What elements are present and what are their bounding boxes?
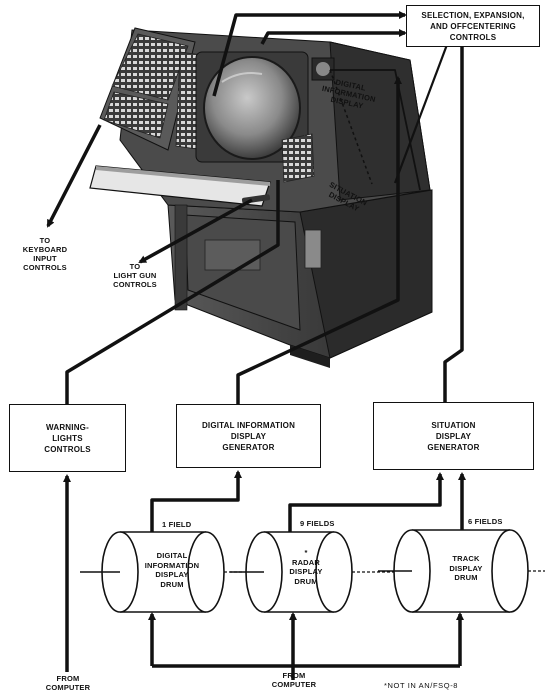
flow-lines (46, 11, 466, 680)
line-situation-gen-to-selection (443, 40, 464, 402)
console-leg (174, 204, 188, 311)
keyboard-panel-lower (103, 91, 169, 139)
selection-expansion-offcentering-box: SELECTION, EXPANSION, AND OFFCENTERING C… (406, 5, 540, 47)
digital-information-display-generator-box: DIGITAL INFORMATION DISPLAY GENERATOR (176, 404, 321, 468)
arrow-drum2-to-situation-gen (288, 472, 444, 535)
console-front-vent (204, 239, 261, 271)
console-right-controls (281, 133, 315, 183)
line-selection-to-scope (393, 41, 450, 184)
arrow-drum1-to-digital-gen (150, 470, 242, 536)
drums (80, 529, 545, 613)
arrow-to-keyboard-controls (46, 124, 102, 228)
line-warning-to-console (65, 180, 280, 404)
from-computer-left-label: FROM COMPUTER (45, 674, 91, 692)
footnote-not-in-an-fsq-8: *NOT IN AN/FSQ-8 (384, 681, 459, 690)
drum-radar-display (230, 531, 394, 613)
drum-digital-information-fields: 1 FIELD (162, 520, 192, 529)
drum-digital-information-label: DIGITAL INFORMATION DISPLAY DRUM (144, 551, 200, 589)
console-base (290, 345, 330, 368)
drum-track-display-fields: 6 FIELDS (468, 517, 503, 526)
drum-radar-display-label: * RADAR DISPLAY DRUM (289, 548, 323, 586)
drum-track-display-label: TRACK DISPLAY DRUM (449, 554, 483, 582)
console-access-door (304, 229, 322, 269)
scope-screen (203, 56, 301, 160)
keyboard-panel-upper (111, 33, 189, 101)
arrow-to-selection-box-top (212, 11, 407, 97)
arrow-to-light-gun-controls (138, 198, 253, 264)
to-keyboard-input-controls-label: TO KEYBOARD INPUT CONTROLS (22, 236, 68, 272)
from-computer-center-label: FROM COMPUTER (271, 671, 317, 689)
line-digital-gen-to-console (236, 76, 402, 404)
console-illustration (89, 27, 433, 368)
drum-radar-display-fields: 9 FIELDS (300, 519, 335, 528)
situation-display-generator-box: SITUATION DISPLAY GENERATOR (373, 402, 534, 470)
drum-digital-information (80, 531, 244, 613)
to-light-gun-controls-label: TO LIGHT GUN CONTROLS (113, 262, 157, 289)
warning-lights-controls-box: WARNING- LIGHTS CONTROLS (9, 404, 126, 472)
drum-track-display (378, 529, 545, 613)
arrow-to-selection-box-mid (260, 29, 407, 45)
console-upper-side (329, 41, 431, 201)
